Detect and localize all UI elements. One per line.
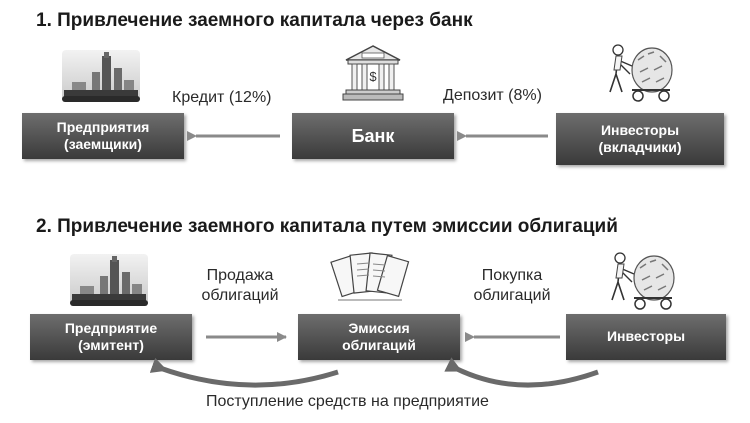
investors-depositors-line1: Инвесторы bbox=[600, 121, 680, 138]
investors-label: Инвесторы bbox=[606, 328, 686, 345]
investor-with-money-icon bbox=[606, 248, 678, 314]
bank-box: Банк bbox=[292, 113, 454, 159]
enterprise-issuer-box: Предприятие (эмитент) bbox=[30, 314, 192, 360]
enterprise-borrowers-box: Предприятия (заемщики) bbox=[22, 113, 184, 159]
deposit-label: Депозит (8%) bbox=[443, 87, 542, 104]
bond-emission-line2: облигаций bbox=[342, 337, 416, 353]
bond-emission-line1: Эмиссия bbox=[348, 319, 410, 336]
inflow-curve-right bbox=[444, 357, 599, 388]
enterprise-borrowers-line1: Предприятия bbox=[56, 118, 150, 135]
inflow-label: Поступление средств на предприятие bbox=[206, 393, 489, 410]
enterprise-issuer-line1: Предприятие bbox=[64, 319, 158, 336]
bond-certificates-icon bbox=[330, 248, 410, 306]
svg-text:$: $ bbox=[369, 69, 377, 84]
city-skyline-icon bbox=[62, 50, 140, 102]
enterprise-issuer-line2: (эмитент) bbox=[78, 337, 144, 353]
bank-label: Банк bbox=[351, 125, 395, 146]
section2-title: 2. Привлечение заемного капитала путем э… bbox=[36, 216, 618, 237]
sale-label: Продажа облигаций bbox=[190, 266, 290, 305]
sale-label-line1: Продажа bbox=[206, 267, 274, 284]
purchase-label: Покупка облигаций bbox=[458, 266, 566, 305]
enterprise-borrowers-line2: (заемщики) bbox=[64, 136, 142, 152]
sale-label-line2: облигаций bbox=[201, 286, 279, 304]
purchase-label-line2: облигаций bbox=[473, 286, 551, 304]
bank-building-icon: $ bbox=[342, 44, 404, 102]
credit-label: Кредит (12%) bbox=[172, 89, 272, 106]
bond-emission-box: Эмиссия облигаций bbox=[298, 314, 460, 360]
investors-box: Инвесторы bbox=[566, 314, 726, 360]
investors-depositors-box: Инвесторы (вкладчики) bbox=[556, 113, 724, 165]
investor-with-money-icon bbox=[604, 40, 676, 106]
purchase-label-line1: Покупка bbox=[481, 267, 543, 284]
section1-title: 1. Привлечение заемного капитала через б… bbox=[36, 10, 473, 31]
city-skyline-icon bbox=[70, 254, 148, 306]
inflow-curve-left bbox=[149, 357, 339, 388]
investors-depositors-line2: (вкладчики) bbox=[598, 139, 682, 155]
